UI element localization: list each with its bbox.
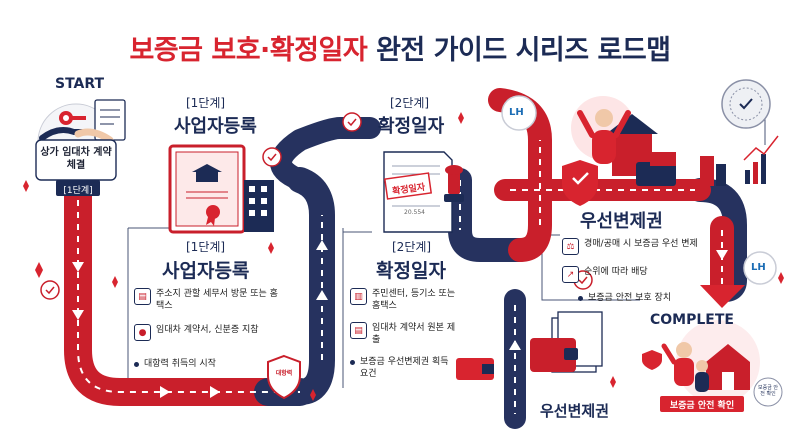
lh-logo-right-text: LH (751, 262, 766, 273)
seal-medal-top-right (721, 79, 771, 129)
stage2-top-tag: [2단계] (390, 96, 430, 110)
stage1-item-2: ● 임대차 계약서, 신분증 지참 (134, 324, 294, 341)
stage1-item-2-text: 임대차 계약서, 신분증 지참 (156, 325, 259, 335)
stage1-item-3: 대항력 취득의 시작 (134, 358, 284, 370)
page-title: 보증금 보호·확정일자 완전 가이드 시리즈 로드맵 (0, 28, 800, 67)
start-card-text: 상가 임대차 계약 체결 (40, 147, 112, 171)
stage2-item-1: ▥ 주민센터, 등기소 또는 홈택스 (350, 288, 462, 312)
bullet-icon (134, 362, 139, 367)
id-card-icon: ● (134, 324, 151, 341)
complete-illustration (642, 320, 783, 407)
road-segment-4 (270, 117, 381, 191)
arrow-to-complete (700, 285, 745, 308)
complete-label: COMPLETE (650, 312, 734, 328)
shield-badge (267, 354, 301, 400)
bar-chart-icon (743, 135, 779, 184)
stage2-item-2: ▤ 임대차 계약서 원본 제출 (350, 322, 462, 346)
priority-item-1: ⚖ 경매/공매 시 보증금 우선 변제 (562, 238, 702, 255)
document-icon: ▤ (134, 288, 151, 305)
road-arrows (72, 240, 728, 398)
shield-badge-text: 대항력 (275, 370, 293, 377)
stage1-top-tag: [1단계] (186, 96, 226, 110)
priority-item-3: 보증금 안전 보호 장치 (578, 292, 728, 304)
paper-number: 20.554 (404, 209, 425, 216)
stage2-top-title: 확정일자 (378, 116, 445, 137)
stage2-detail-title: 확정일자 (376, 260, 446, 282)
bullet-icon (578, 296, 583, 301)
complete-seal-text: 보증금 안전 확인 (758, 385, 778, 397)
stage1-top-title: 사업자등록 (174, 116, 257, 137)
lh-logo-top (501, 95, 537, 131)
stage2-detail-tag: [2단계] (392, 240, 432, 254)
fixed-date-illustration (383, 151, 464, 233)
complete-badge-text: 보증금 안전 확인 (669, 401, 735, 411)
lh-logo-top-text: LH (509, 107, 524, 118)
road-segment-5 (448, 168, 532, 262)
checkpoint-pins (40, 112, 593, 300)
priority-bottom-title: 우선변제권 (540, 402, 610, 420)
stage2-item-2-text: 임대차 계약서 원본 제출 (372, 323, 456, 345)
start-label: START (55, 76, 105, 92)
priority-illustration (562, 96, 726, 206)
complete-badge-bg (660, 396, 744, 412)
priority-item-3-text: 보증금 안전 보호 장치 (588, 293, 672, 303)
stage1-detail-title: 사업자등록 (162, 260, 250, 282)
priority-item-1-text: 경매/공매 시 보증금 우선 변제 (584, 239, 698, 249)
stage1-item-3-text: 대항력 취득의 시작 (144, 359, 216, 369)
stage2-item-3: 보증금 우선변제권 획득 요건 (350, 356, 455, 380)
stage2-item-1-text: 주민센터, 등기소 또는 홈택스 (372, 289, 456, 311)
chart-up-icon: ↗ (562, 266, 579, 283)
priority-item-2: ↗ 순위에 따라 배당 (562, 266, 702, 283)
stage2-item-3-text: 보증금 우선변제권 획득 요건 (360, 357, 449, 379)
priority-item-2-text: 순위에 따라 배당 (584, 267, 648, 277)
sparkles (23, 112, 784, 401)
scale-icon: ⚖ (562, 238, 579, 255)
stage1-item-1-text: 주소지 관할 세무서 방문 또는 홈택스 (156, 289, 278, 311)
stage1-detail-tag: [1단계] (186, 240, 226, 254)
start-card-stage-bg (56, 180, 100, 196)
lh-logo-right (743, 251, 777, 285)
stage1-item-1: ▤ 주소지 관할 세무서 방문 또는 홈택스 (134, 288, 284, 312)
priority-bottom-illustration (456, 311, 603, 380)
business-registration-illustration (168, 144, 274, 234)
title-part-1: 보증금 보호·확정일자 (129, 35, 368, 66)
road-segment-3 (287, 167, 335, 405)
bullet-icon (350, 360, 355, 365)
building-icon: ▥ (350, 288, 367, 305)
contract-icon: ▤ (350, 322, 367, 339)
priority-title: 우선변제권 (580, 211, 663, 232)
start-card-stage-badge: [1단계] (63, 186, 93, 196)
title-part-2: 완전 가이드 시리즈 로드맵 (376, 35, 671, 66)
